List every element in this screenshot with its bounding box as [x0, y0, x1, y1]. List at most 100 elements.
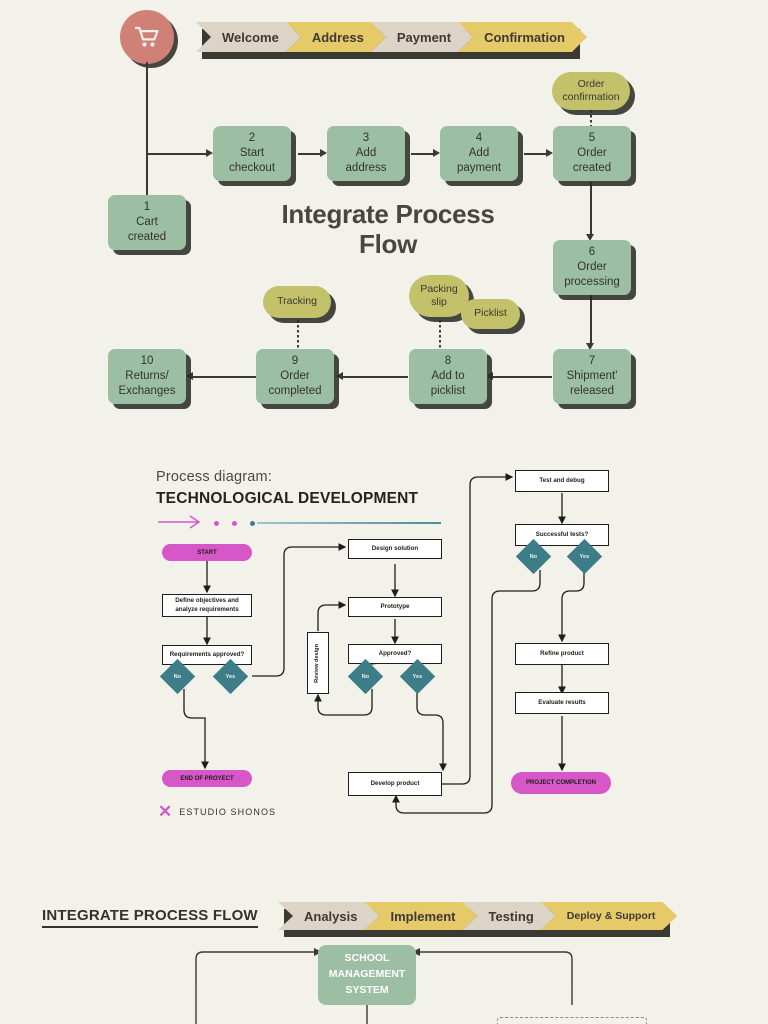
- step-3-add-address[interactable]: 3 Add address: [327, 126, 405, 181]
- decorative-dot-3: [250, 520, 255, 526]
- connector-4-5: [524, 153, 548, 155]
- step-number: 9: [291, 354, 299, 367]
- decision-label: Yes: [412, 673, 423, 680]
- node-start[interactable]: START: [162, 544, 252, 561]
- step-label-line1: Order: [577, 260, 607, 273]
- step-1-cart-created[interactable]: 1 Cart created: [108, 195, 186, 250]
- node-dashed-placeholder[interactable]: [497, 1017, 647, 1024]
- sdlc-stage-ribbon: Analysis Implement Testing Deploy & Supp…: [278, 902, 662, 937]
- connector-3-4: [411, 153, 435, 155]
- step-number: 8: [444, 354, 452, 367]
- artifact-tracking[interactable]: Tracking: [263, 286, 331, 318]
- ribbon-stage-welcome[interactable]: Welcome: [196, 22, 301, 52]
- step-6-order-processing[interactable]: 6 Order processing: [553, 240, 631, 295]
- step-2-start-checkout[interactable]: 2 Start checkout: [213, 126, 291, 181]
- step-label-line2: completed: [268, 385, 322, 398]
- arrow-2-3: [320, 149, 327, 157]
- section1-title-line2: Flow: [358, 228, 417, 259]
- section2-connectors: [182, 473, 586, 814]
- section2-subtitle: Process diagram:: [156, 469, 273, 485]
- step-label-line2: released: [569, 385, 615, 398]
- node-refine-product[interactable]: Refine product: [515, 643, 609, 665]
- node-prototype[interactable]: Prototype: [348, 597, 442, 617]
- arrow-5-6: [586, 234, 594, 241]
- step-label-line1: Add to: [431, 369, 465, 382]
- connector-8-9: [340, 376, 408, 378]
- step-8-add-to-picklist[interactable]: 8 Add to picklist: [409, 349, 487, 404]
- step-number: 10: [140, 354, 154, 367]
- node-label-line2: MANAGEMENT: [328, 968, 406, 981]
- step-label-line1: Order: [577, 146, 607, 159]
- node-school-management-system[interactable]: SCHOOL MANAGEMENT SYSTEM: [318, 945, 416, 1005]
- node-design-solution[interactable]: Design solution: [348, 539, 442, 559]
- shopping-cart-badge: [120, 10, 174, 64]
- artifact-label: Picklist: [474, 307, 507, 320]
- step-label-line1: Returns/: [125, 369, 169, 382]
- decorative-dot-2: [232, 520, 237, 526]
- step-label-line2: created: [127, 231, 167, 244]
- school-management-system-diagram: INTEGRATE PROCESS FLOW Analysis Implemen…: [0, 890, 768, 1024]
- connector-5-6: [590, 182, 592, 238]
- artifact-line-1: Order: [577, 77, 605, 90]
- node-label-line3: SYSTEM: [345, 983, 389, 996]
- decorative-gradient-line: [257, 522, 441, 524]
- node-project-completion[interactable]: PROJECT COMPLETION: [511, 772, 611, 794]
- checkout-stage-ribbon: Welcome Address Payment Confirmation: [196, 22, 572, 59]
- step-7-shipment-released[interactable]: 7 Shipment' released: [553, 349, 631, 404]
- artifact-picklist[interactable]: Picklist: [461, 299, 520, 329]
- arrow-4-5: [546, 149, 553, 157]
- node-develop-product[interactable]: Develop product: [348, 772, 442, 796]
- tether-tracking: [297, 320, 299, 348]
- step-number: 2: [248, 131, 256, 144]
- ribbon-stage-confirmation[interactable]: Confirmation: [458, 22, 587, 52]
- connector-1-2: [146, 153, 208, 155]
- step-4-add-payment[interactable]: 4 Add payment: [440, 126, 518, 181]
- node-review-design[interactable]: Review design: [307, 632, 329, 694]
- connector-9-10: [190, 376, 256, 378]
- artifact-order-confirmation[interactable]: Order confirmation: [552, 72, 630, 110]
- ribbon-stage-address[interactable]: Address: [286, 22, 386, 52]
- step-label-line2: payment: [456, 162, 502, 175]
- step-label-line2: created: [572, 162, 612, 175]
- ribbon-stage-payment[interactable]: Payment: [371, 22, 473, 52]
- section1-title: Integrate Process Flow: [238, 199, 538, 260]
- step-number: 6: [588, 245, 596, 258]
- node-define-objectives[interactable]: Define objectives and analyze requiremen…: [162, 594, 252, 617]
- arrow-3-4: [433, 149, 440, 157]
- section3-title: INTEGRATE PROCESS FLOW: [42, 907, 258, 928]
- ribbon-stage-analysis[interactable]: Analysis: [278, 902, 379, 930]
- step-label-line2: checkout: [228, 162, 276, 175]
- brand-name: ESTUDIO SHONOS: [179, 806, 277, 817]
- decision-label: No: [529, 553, 538, 560]
- artifact-line-2: confirmation: [562, 91, 620, 103]
- step-label-line2: processing: [564, 276, 620, 289]
- decision-label: No: [361, 673, 370, 680]
- node-label-line1: SCHOOL: [344, 952, 390, 965]
- step-5-order-created[interactable]: 5 Order created: [553, 126, 631, 181]
- node-test-and-debug[interactable]: Test and debug: [515, 470, 609, 492]
- connector-6-7: [590, 295, 592, 347]
- ribbon-stage-implement[interactable]: Implement: [364, 902, 477, 930]
- step-10-returns-exchanges[interactable]: 10 Returns/ Exchanges: [108, 349, 186, 404]
- tether-packing-slip: [439, 320, 441, 348]
- node-label-line1: Define objectives and: [175, 597, 239, 605]
- step-label-line1: Add: [468, 146, 490, 159]
- arrow-9-10: [186, 372, 193, 380]
- node-end-of-project[interactable]: END OF PROYECT: [162, 770, 252, 787]
- step-label-line2: picklist: [430, 385, 466, 398]
- ribbon-stage-testing[interactable]: Testing: [463, 902, 556, 930]
- step-number: 4: [475, 131, 483, 144]
- step-number: 7: [588, 354, 596, 367]
- decision-label: No: [173, 673, 182, 680]
- artifact-packing-slip[interactable]: Packing slip: [409, 275, 469, 317]
- node-evaluate-results[interactable]: Evaluate results: [515, 692, 609, 714]
- brand-credit: ✕ ESTUDIO SHONOS: [158, 803, 276, 820]
- ribbon-stage-deploy-support[interactable]: Deploy & Support: [541, 902, 678, 930]
- connector-2-3: [298, 153, 322, 155]
- section2-title: TECHNOLOGICAL DEVELOPMENT: [156, 490, 419, 507]
- connector-7-8: [490, 376, 552, 378]
- decision-label: Yes: [579, 553, 590, 560]
- step-9-order-completed[interactable]: 9 Order completed: [256, 349, 334, 404]
- node-label-line2: analyze requirements: [175, 605, 239, 613]
